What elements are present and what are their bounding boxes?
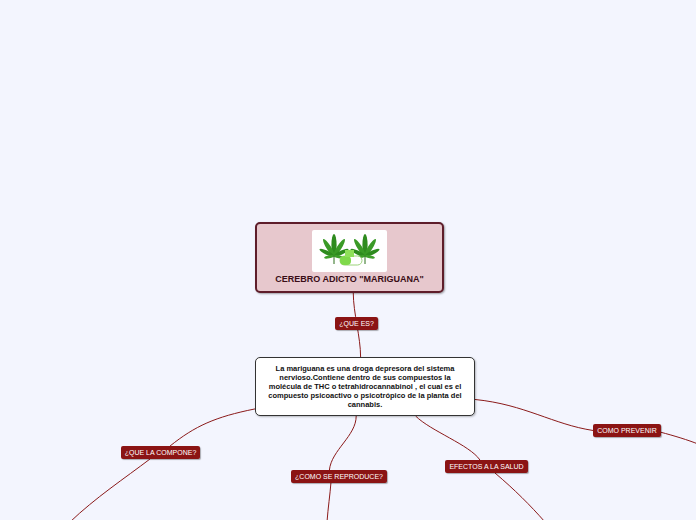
connector (475, 399, 593, 430)
branch-tag: COMO PREVENIR (593, 424, 661, 437)
branch-tag: EFECTOS A LA SALUD (445, 460, 527, 473)
branch-label: COMO PREVENIR (597, 426, 657, 435)
cannabis-illustration (312, 230, 387, 272)
central-topic-box: CEREBRO ADICTO "MARIGUANA" (255, 222, 444, 293)
branch-label: ¿COMO SE REPRODUCE? (295, 472, 383, 481)
connector (170, 409, 255, 446)
definition-text: La mariguana es una droga depresora del … (264, 364, 466, 409)
definition-box: La mariguana es una droga depresora del … (255, 357, 475, 416)
branch-line (495, 473, 545, 520)
branch-label: ¿QUE LA COMPONE? (125, 448, 197, 457)
branch-tag: ¿COMO SE REPRODUCE? (291, 470, 387, 483)
edge-label: ¿QUE ES? (335, 317, 378, 330)
branch-tag: ¿QUE LA COMPONE? (121, 446, 201, 459)
connector (416, 416, 480, 460)
branch-label: EFECTOS A LA SALUD (449, 462, 523, 471)
branch-line (660, 432, 696, 444)
topic-title: CEREBRO ADICTO "MARIGUANA" (257, 274, 442, 284)
branch-line (327, 482, 331, 520)
connector (329, 416, 356, 470)
branch-line (70, 459, 150, 520)
